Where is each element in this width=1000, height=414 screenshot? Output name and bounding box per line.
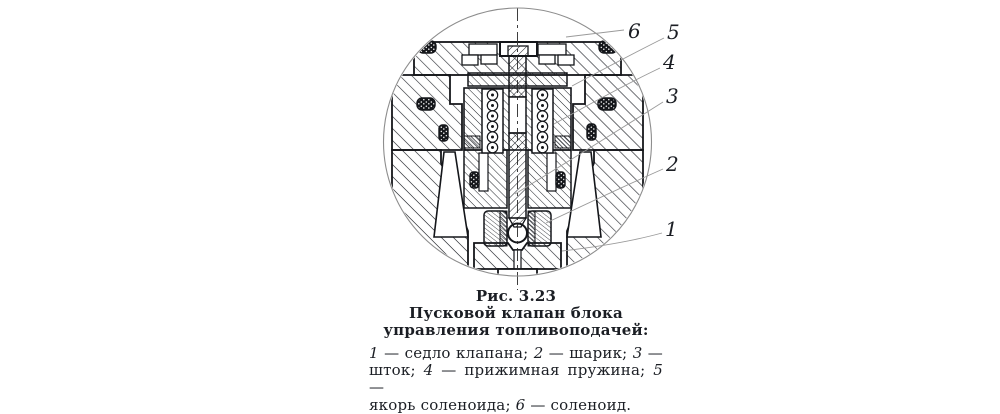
valve-body-section bbox=[391, 40, 644, 275]
leader-5 bbox=[571, 37, 665, 87]
leader-4 bbox=[553, 67, 661, 125]
sleeve-slot-left bbox=[478, 152, 489, 192]
leader-2 bbox=[545, 168, 664, 224]
legend-num: 1 bbox=[369, 344, 379, 362]
pressure-spring-left bbox=[481, 88, 504, 154]
legend-text: — bbox=[642, 344, 663, 362]
callout-numbers: 6 5 4 3 2 1 bbox=[628, 19, 680, 241]
callout-2: 2 bbox=[665, 152, 679, 176]
callout-1: 1 bbox=[665, 217, 678, 241]
legend-num: 4 bbox=[423, 361, 434, 380]
callout-leaders bbox=[514, 29, 665, 252]
legend-text: — седло клапана; bbox=[378, 344, 534, 362]
legend-text: — прижимная пружина; bbox=[433, 361, 654, 380]
callout-5: 5 bbox=[667, 20, 680, 44]
legend-text: — шарик; bbox=[543, 344, 633, 362]
o-ring-seal bbox=[438, 124, 449, 142]
o-ring-seal bbox=[416, 97, 436, 111]
winding-slot bbox=[537, 43, 567, 56]
legend-text: якорь соленоида; bbox=[369, 395, 516, 414]
legend-text: — соленоид. bbox=[525, 395, 632, 414]
figure-title-line2: управления топливоподачей: bbox=[383, 321, 649, 339]
winding-slot bbox=[468, 43, 498, 56]
o-ring-seal bbox=[555, 171, 566, 189]
callout-6: 6 bbox=[628, 19, 641, 43]
legend-line-3: якорь соленоида; 6 — соленоид. bbox=[369, 395, 663, 414]
winding-slot bbox=[480, 54, 498, 65]
callout-3: 3 bbox=[666, 84, 679, 108]
ball-guide-insert-left bbox=[499, 210, 508, 247]
winding-slot bbox=[557, 54, 575, 66]
legend-num: 3 bbox=[632, 344, 643, 362]
o-ring-seal bbox=[597, 97, 617, 111]
ball-guide-insert-right bbox=[527, 210, 536, 247]
leader-3 bbox=[514, 101, 664, 195]
leader-6 bbox=[565, 29, 625, 38]
legend-line-1: 1 — седло клапана; 2 — шарик; 3 — bbox=[369, 344, 663, 362]
legend-num: 6 bbox=[515, 395, 526, 414]
legend-line-2: шток; 4 — прижимная пружина; 5 — bbox=[369, 362, 663, 396]
spacer-right bbox=[554, 135, 572, 149]
body-wall-left bbox=[391, 74, 463, 151]
screw-head bbox=[507, 45, 529, 57]
figure-legend: 1 — седло клапана; 2 — шарик; 3 — шток; … bbox=[369, 344, 663, 414]
legend-text: — bbox=[369, 378, 385, 397]
winding-slot bbox=[538, 54, 556, 65]
stem-tip bbox=[507, 217, 528, 228]
legend-num: 5 bbox=[653, 361, 663, 380]
figure-number: Рис. 3.23 bbox=[475, 287, 557, 305]
body-wall-right bbox=[572, 74, 644, 151]
spacer-left bbox=[463, 135, 481, 149]
figure-caption: Рис. 3.23 Пусковой клапан блока управлен… bbox=[369, 288, 663, 414]
o-ring-seal bbox=[469, 171, 480, 189]
legend-text: шток; bbox=[369, 361, 424, 380]
detail-circle bbox=[382, 7, 653, 277]
o-ring-seal bbox=[586, 123, 597, 141]
winding-slot bbox=[461, 54, 479, 66]
legend-num: 2 bbox=[533, 344, 544, 362]
flow-channel-left bbox=[433, 151, 469, 238]
figure-title-line1: Пусковой клапан блока bbox=[409, 304, 623, 322]
pressure-spring-right bbox=[531, 88, 554, 154]
leader-1 bbox=[561, 232, 663, 252]
callout-4: 4 bbox=[662, 50, 676, 74]
